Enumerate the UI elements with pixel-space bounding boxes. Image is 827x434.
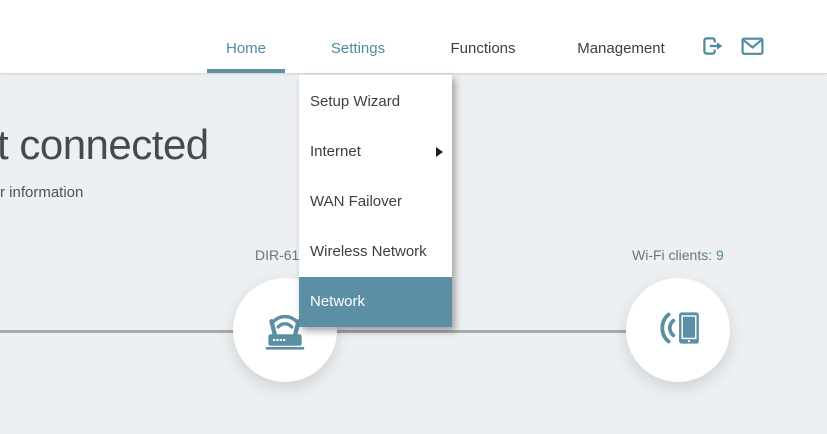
- settings-dropdown-menu: Setup Wizard Internet WAN Failover Wirel…: [299, 75, 452, 327]
- menu-item-label: Internet: [310, 143, 361, 160]
- menu-item-wireless-network[interactable]: Wireless Network: [299, 227, 452, 277]
- wifi-clients-count[interactable]: 9: [716, 247, 724, 263]
- router-icon: [260, 305, 310, 356]
- submenu-arrow-icon: [436, 147, 443, 157]
- tab-home[interactable]: Home: [207, 36, 285, 74]
- tab-management[interactable]: Management: [561, 36, 681, 74]
- router-device-label: DIR-61: [255, 247, 300, 263]
- tab-functions-label: Functions: [450, 40, 516, 57]
- menu-item-label: Wireless Network: [310, 243, 427, 260]
- page-title: t connected: [0, 121, 209, 168]
- top-nav-bar: Home Settings Functions Management: [0, 0, 827, 74]
- menu-item-label: WAN Failover: [310, 193, 402, 210]
- tab-settings[interactable]: Settings: [308, 36, 408, 74]
- menu-item-wan-failover[interactable]: WAN Failover: [299, 177, 452, 227]
- network-connector-line: [0, 330, 680, 333]
- active-tab-underline: [207, 69, 285, 73]
- mail-icon[interactable]: [739, 33, 765, 59]
- page-subtitle: r information: [0, 184, 84, 201]
- tab-settings-label: Settings: [330, 40, 386, 57]
- logout-icon[interactable]: [699, 33, 725, 59]
- tab-home-label: Home: [225, 40, 266, 57]
- wifi-clients-text: Wi-Fi clients:: [632, 247, 713, 263]
- tab-management-label: Management: [577, 40, 665, 57]
- wifi-clients-node[interactable]: [626, 278, 730, 382]
- wifi-device-icon: [654, 307, 702, 354]
- menu-item-label: Setup Wizard: [310, 93, 401, 110]
- tab-functions[interactable]: Functions: [433, 36, 533, 74]
- menu-item-label: Network: [310, 293, 366, 310]
- menu-item-internet[interactable]: Internet: [299, 127, 452, 177]
- wifi-clients-label: Wi-Fi clients: 9: [632, 247, 724, 263]
- menu-item-setup-wizard[interactable]: Setup Wizard: [299, 77, 452, 127]
- menu-item-network[interactable]: Network: [299, 277, 452, 327]
